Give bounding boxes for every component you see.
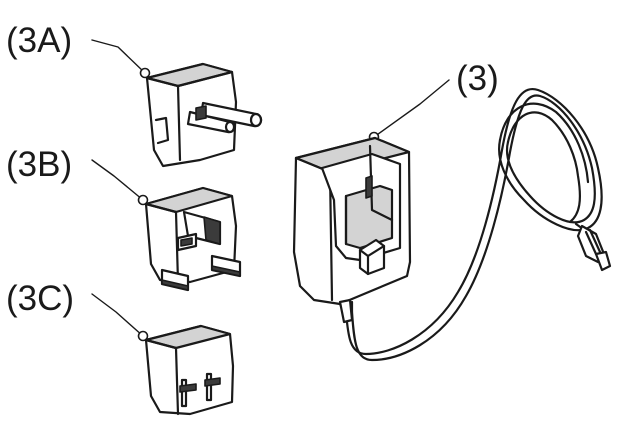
label-3: (3) [456,59,499,98]
charger-cable [338,87,612,362]
uk-plug-adapter [144,186,242,292]
leader-3 [368,79,450,143]
charger-body [292,136,412,314]
label-3b: (3B) [6,145,72,184]
label-3c: (3C) [6,279,74,318]
leader-3a [91,39,151,79]
eu-pins [186,101,263,134]
label-3a: (3A) [6,21,72,60]
eu-plug-adapter [145,62,263,168]
us-plug-adapter [144,324,235,416]
leader-3b [91,159,149,206]
leader-3c [91,293,149,342]
